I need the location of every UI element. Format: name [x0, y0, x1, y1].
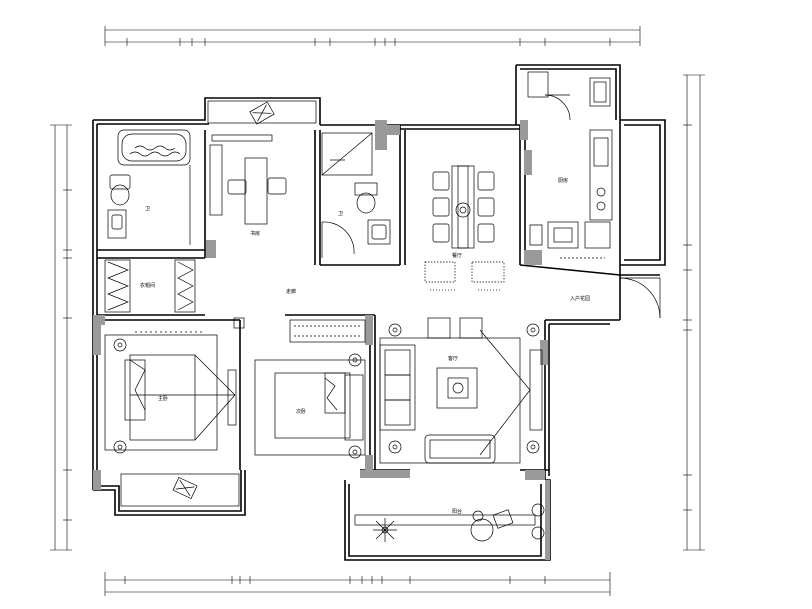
right-dimensions — [683, 74, 705, 551]
bottom-dimensions — [104, 572, 611, 596]
room-label-master: 主卧 — [158, 395, 168, 402]
room-label-study: 书房 — [250, 230, 260, 237]
room-label-living: 客厅 — [448, 355, 458, 362]
left-dimensions — [50, 124, 72, 551]
bathroom-2-fixtures — [321, 132, 391, 258]
living-room-furniture — [379, 317, 543, 464]
room-label-kitchen: 厨房 — [558, 177, 568, 184]
cloakroom-shelves — [104, 259, 196, 313]
dining-furniture — [424, 165, 505, 291]
room-labels: 卫 书房 卫 餐厅 厨房 衣帽间 走廊 主卧 次卧 客厅 入户花园 阳台 — [140, 177, 590, 515]
exterior-walls — [92, 64, 666, 561]
master-bedroom-furniture — [104, 331, 240, 507]
interior-walls — [97, 125, 550, 476]
kitchen-fixtures — [527, 71, 613, 259]
bathroom-1-fixtures — [107, 129, 191, 245]
top-dimensions — [104, 26, 641, 46]
room-label-second: 次卧 — [296, 408, 306, 415]
room-label-bath2: 卫 — [338, 211, 343, 217]
entry-door — [619, 277, 661, 319]
study-furniture — [207, 100, 317, 225]
balcony-furniture — [354, 503, 545, 542]
room-label-cloak: 衣帽间 — [140, 282, 155, 289]
structural-columns — [93, 120, 550, 560]
room-label-dining: 餐厅 — [452, 252, 462, 259]
room-label-entry: 入户花园 — [570, 295, 590, 302]
room-label-balcony: 阳台 — [452, 508, 462, 515]
second-bedroom-furniture — [233, 317, 366, 459]
room-label-bath1: 卫 — [145, 206, 150, 212]
room-label-corridor: 走廊 — [286, 288, 296, 295]
